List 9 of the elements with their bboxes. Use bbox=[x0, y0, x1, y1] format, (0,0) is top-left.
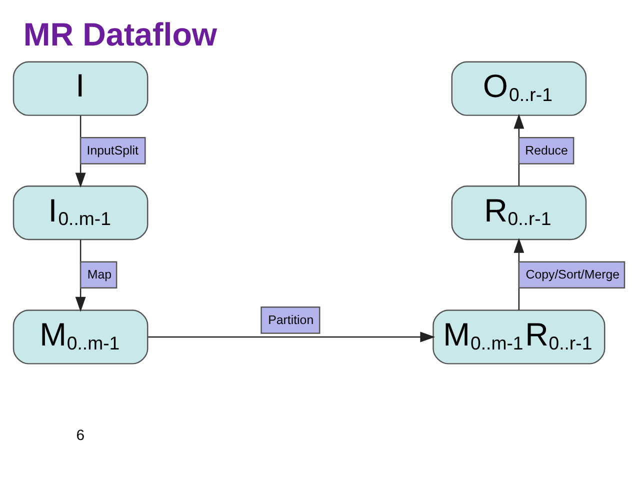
label: 6 bbox=[76, 428, 85, 444]
edge-label: InputSplit bbox=[86, 142, 139, 157]
arrow bbox=[148, 331, 436, 342]
edge-label: Partition bbox=[268, 312, 314, 326]
node-box: I bbox=[12, 60, 148, 116]
edge-label: Copy/Sort/Merge bbox=[526, 267, 620, 282]
edge-label: Map bbox=[87, 267, 112, 282]
diagram-title: MR Dataflow bbox=[23, 16, 218, 52]
edge-label: Reduce bbox=[525, 142, 568, 157]
